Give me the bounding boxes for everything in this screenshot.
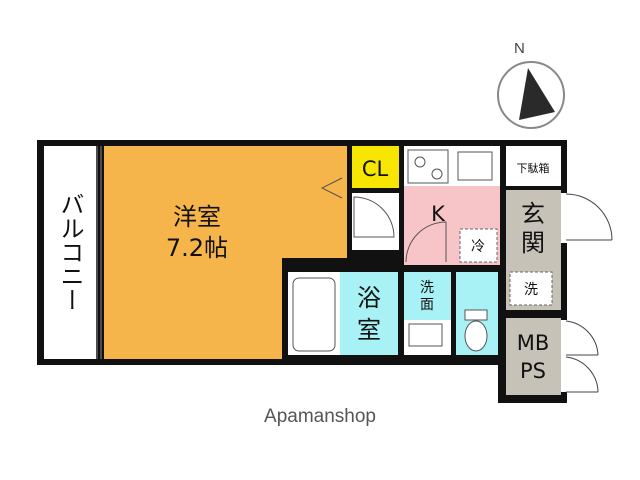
kitchen-door-swing-icon bbox=[405, 221, 447, 263]
bath-label-2: 室 bbox=[357, 316, 381, 344]
mbps-label-1: MB bbox=[517, 331, 550, 355]
closet-area bbox=[352, 146, 399, 188]
stove-icon bbox=[407, 149, 449, 184]
washroom-label-1: 洗 bbox=[420, 280, 434, 296]
compass-north-label: N bbox=[514, 40, 525, 57]
balcony-label: バルコニー bbox=[56, 192, 84, 312]
bath-label-1: 浴 bbox=[357, 284, 381, 312]
sink-icon bbox=[457, 151, 493, 181]
kitchen-counter bbox=[404, 146, 500, 186]
bath-area bbox=[340, 272, 398, 355]
fridge-space bbox=[459, 228, 498, 263]
washbasin-icon bbox=[408, 323, 443, 347]
vanity-area bbox=[404, 320, 451, 355]
entrance-door-icon bbox=[565, 193, 613, 241]
bathtub-icon bbox=[292, 277, 336, 352]
watermark: Apamanshop bbox=[264, 406, 376, 427]
closet-label: CL bbox=[362, 157, 389, 181]
mbps-label-2: PS bbox=[520, 359, 546, 383]
washer-label: 洗 bbox=[524, 282, 538, 298]
entrance-label-2: 関 bbox=[521, 229, 545, 257]
washroom-area bbox=[404, 272, 451, 320]
door-marker bbox=[320, 177, 343, 199]
balcony-area bbox=[44, 146, 96, 359]
door-swing-icon bbox=[353, 196, 395, 238]
shoe-box-label: 下駄箱 bbox=[517, 161, 550, 175]
western-room-size: 7.2帖 bbox=[166, 234, 228, 262]
mbps-door-icon-upper bbox=[565, 320, 599, 356]
hallway-area bbox=[352, 193, 399, 250]
fridge-label: 冷 bbox=[471, 239, 485, 255]
compass-icon bbox=[497, 61, 565, 129]
bathtub-area bbox=[288, 272, 340, 355]
shoe-box-area bbox=[506, 146, 561, 186]
kitchen-label: K bbox=[431, 202, 446, 226]
entrance-label-1: 玄 bbox=[521, 200, 545, 228]
western-room-area bbox=[104, 146, 347, 359]
western-room-name: 洋室 bbox=[173, 203, 221, 231]
mbps-door-icon-lower bbox=[565, 356, 599, 393]
mbps-area bbox=[506, 318, 561, 395]
washer-space bbox=[509, 271, 553, 306]
washroom-label-2: 面 bbox=[420, 297, 434, 313]
toilet-icon bbox=[464, 309, 488, 352]
